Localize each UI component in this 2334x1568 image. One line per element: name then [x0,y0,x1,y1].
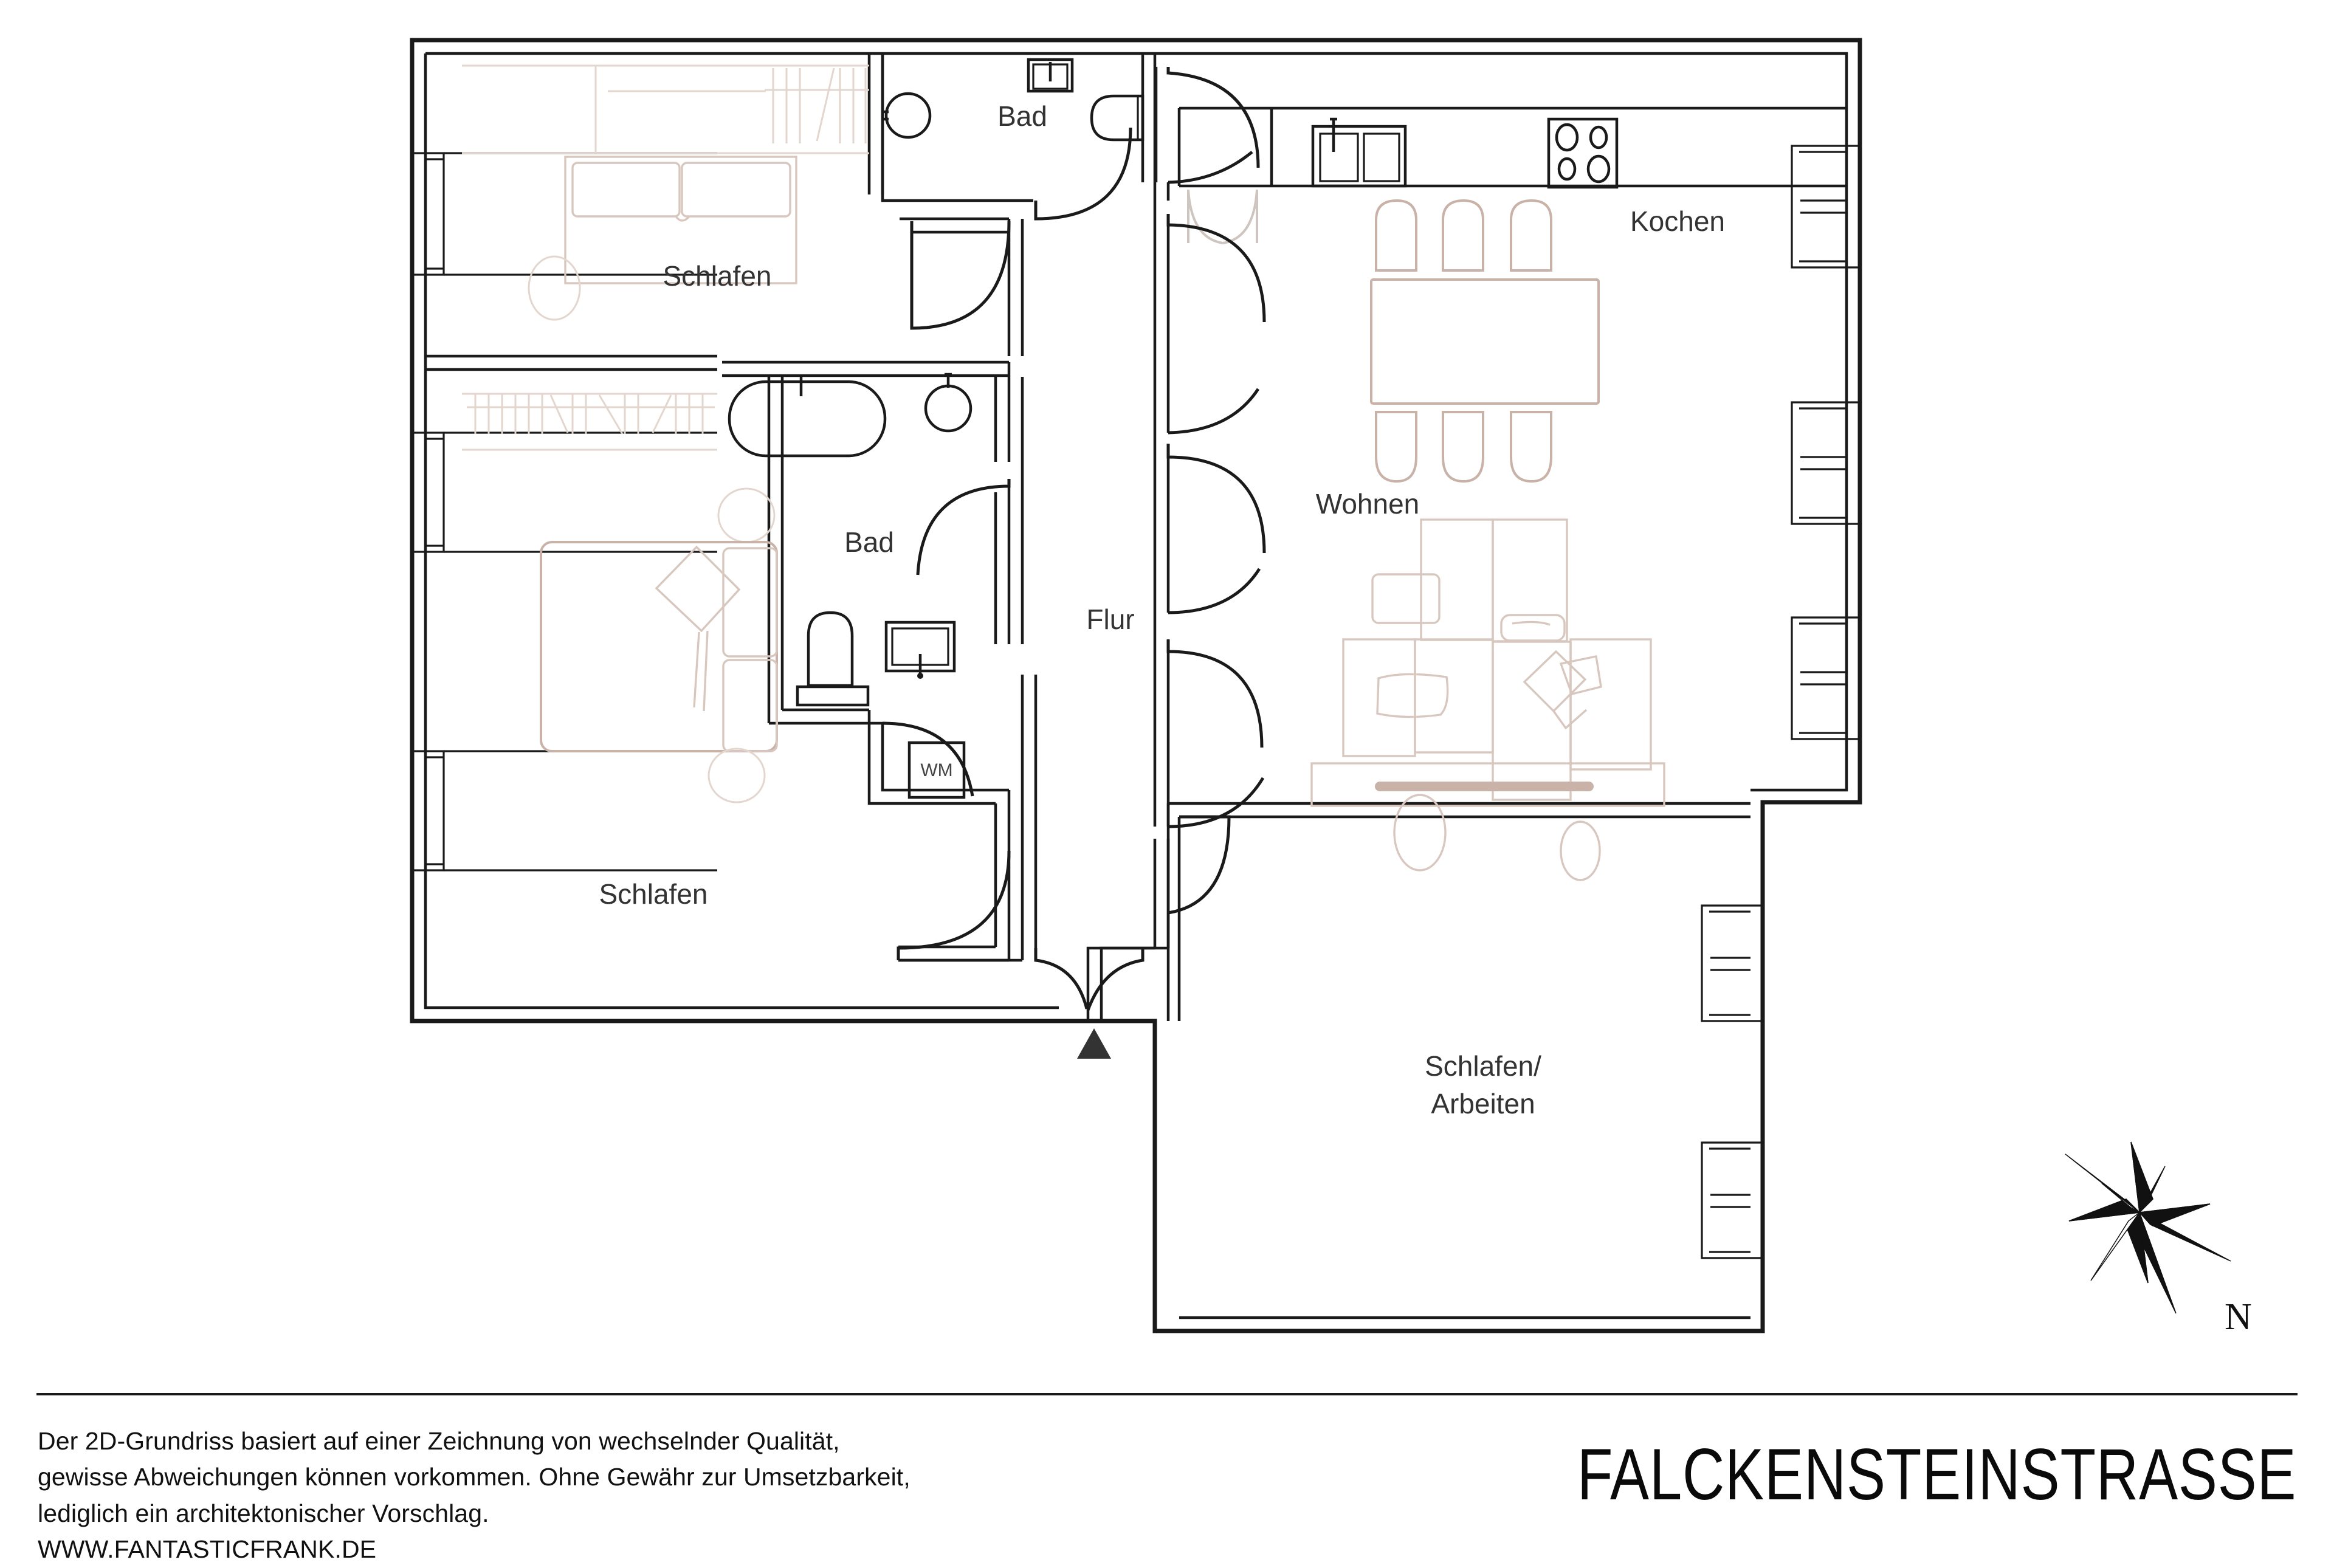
disclaimer-text: Der 2D-Grundriss basiert auf einer Zeich… [38,1423,1193,1568]
chair [1442,411,1484,483]
room-label-bad-mid: Bad [844,526,894,558]
window-bay-right-1 [1791,145,1860,269]
coffee-table [1376,673,1449,718]
nightstand [707,748,766,803]
tv-console [1310,762,1665,807]
window-fixture [1027,58,1074,93]
window-bay-right-2 [1791,401,1860,525]
dining-set [1370,199,1600,483]
door-kitchen [1166,67,1260,168]
tv [1375,782,1594,791]
nightstand [717,487,776,543]
bathtub [728,374,887,458]
bed [540,541,778,752]
pillow [571,162,681,218]
toilet [1090,94,1145,142]
room-label-schlafen-arbeiten-line2: Arbeiten [1431,1088,1535,1119]
room-label-bad-top: Bad [997,100,1047,132]
wardrobe-hangers [765,67,869,143]
door-wm [882,721,974,797]
dining-table [1370,278,1600,405]
sink-double-basin [1311,117,1407,188]
room-label-wohnen: Wohnen [1316,488,1420,520]
entrance-door-right [1086,948,1145,1011]
room-label-schlafen-arbeiten-line1: Schlafen/ [1425,1050,1541,1082]
door-bad-top [1034,127,1132,221]
sofa-seat-far [1569,638,1652,771]
door-bedroom-top [910,221,1011,330]
room-label-flur: Flur [1086,603,1134,635]
cooktop-4-burner [1547,117,1619,189]
project-title: FALCKENSTEINSTRASSE [1577,1434,2296,1515]
bad-mid-fixtures [728,373,972,707]
room-label-kochen: Kochen [1630,205,1725,237]
door-wohnen-top [1166,214,1266,323]
room-label-schlafen-top: Schlafen [663,260,771,292]
bed-detail [675,215,690,222]
wardrobe-hangers [467,394,715,435]
pillow [681,162,791,218]
round-sink [884,92,932,139]
chair [1375,411,1417,483]
living-furniture [1310,518,1665,881]
disclaimer-line-2: gewisse Abweichungen können vorkommen. O… [38,1463,911,1491]
floor-plan-drawing: .w { fill:none; stroke:#1a1a1a; stroke-w… [410,38,2231,1333]
round-sink [924,384,972,433]
entry-direction-marker [1077,1028,1111,1059]
cushion-strip [1500,614,1566,642]
chair [1510,411,1552,483]
bad-top-fixtures [883,58,1145,142]
toilet [796,611,870,707]
entrance-door-left [1034,948,1089,1009]
duvet [655,545,741,633]
chair [1375,199,1417,272]
ottoman [1560,820,1601,881]
door-swings[interactable] [882,67,1266,1011]
door-schlafen-arbeiten [1168,815,1231,915]
pillow [722,547,778,658]
ottoman [1393,794,1447,872]
bedroom-bottom-furniture [462,393,778,803]
window-bay-right-3 [1791,616,1860,740]
window-bay-left-3 [412,750,717,872]
door-wohnen-low [1166,639,1264,748]
footer: Der 2D-Grundriss basiert auf einer Zeich… [0,1392,2334,1563]
bedroom-top-furniture [462,64,869,321]
sofa-seat-left [1414,638,1494,754]
window-bay-right-5 [1701,1141,1763,1259]
door-wohnen-mid [1166,444,1266,554]
door-bedroom-bottom [897,850,1011,960]
window-bay-right-4 [1701,904,1763,1022]
footer-divider [36,1393,2298,1395]
cushion [1523,650,1602,730]
vanity-sink [884,621,956,679]
kitchen-counter [1177,106,1847,189]
compass-rose-icon [2065,1141,2231,1314]
cushion-line [1512,621,1551,626]
website-line: WWW.FANTASTICFRANK.DE [38,1535,377,1564]
sofa-arm [1342,638,1416,757]
disclaimer-line-1: Der 2D-Grundriss basiert auf einer Zeich… [38,1427,840,1455]
bed [564,156,797,284]
compass-north-label: N [2225,1296,2252,1338]
chair [1442,199,1484,272]
room-label-schlafen-bottom: Schlafen [599,878,707,910]
disclaimer-line-3: lediglich ein architektonischer Vorschla… [38,1499,489,1527]
door-bad-mid [916,479,1011,576]
nightstand [528,255,581,321]
chair [1510,199,1552,272]
side-table [1371,573,1441,624]
interior-walls [425,53,1763,1333]
sofa-seat-right [1492,641,1572,801]
wm-label: WM [920,760,952,780]
